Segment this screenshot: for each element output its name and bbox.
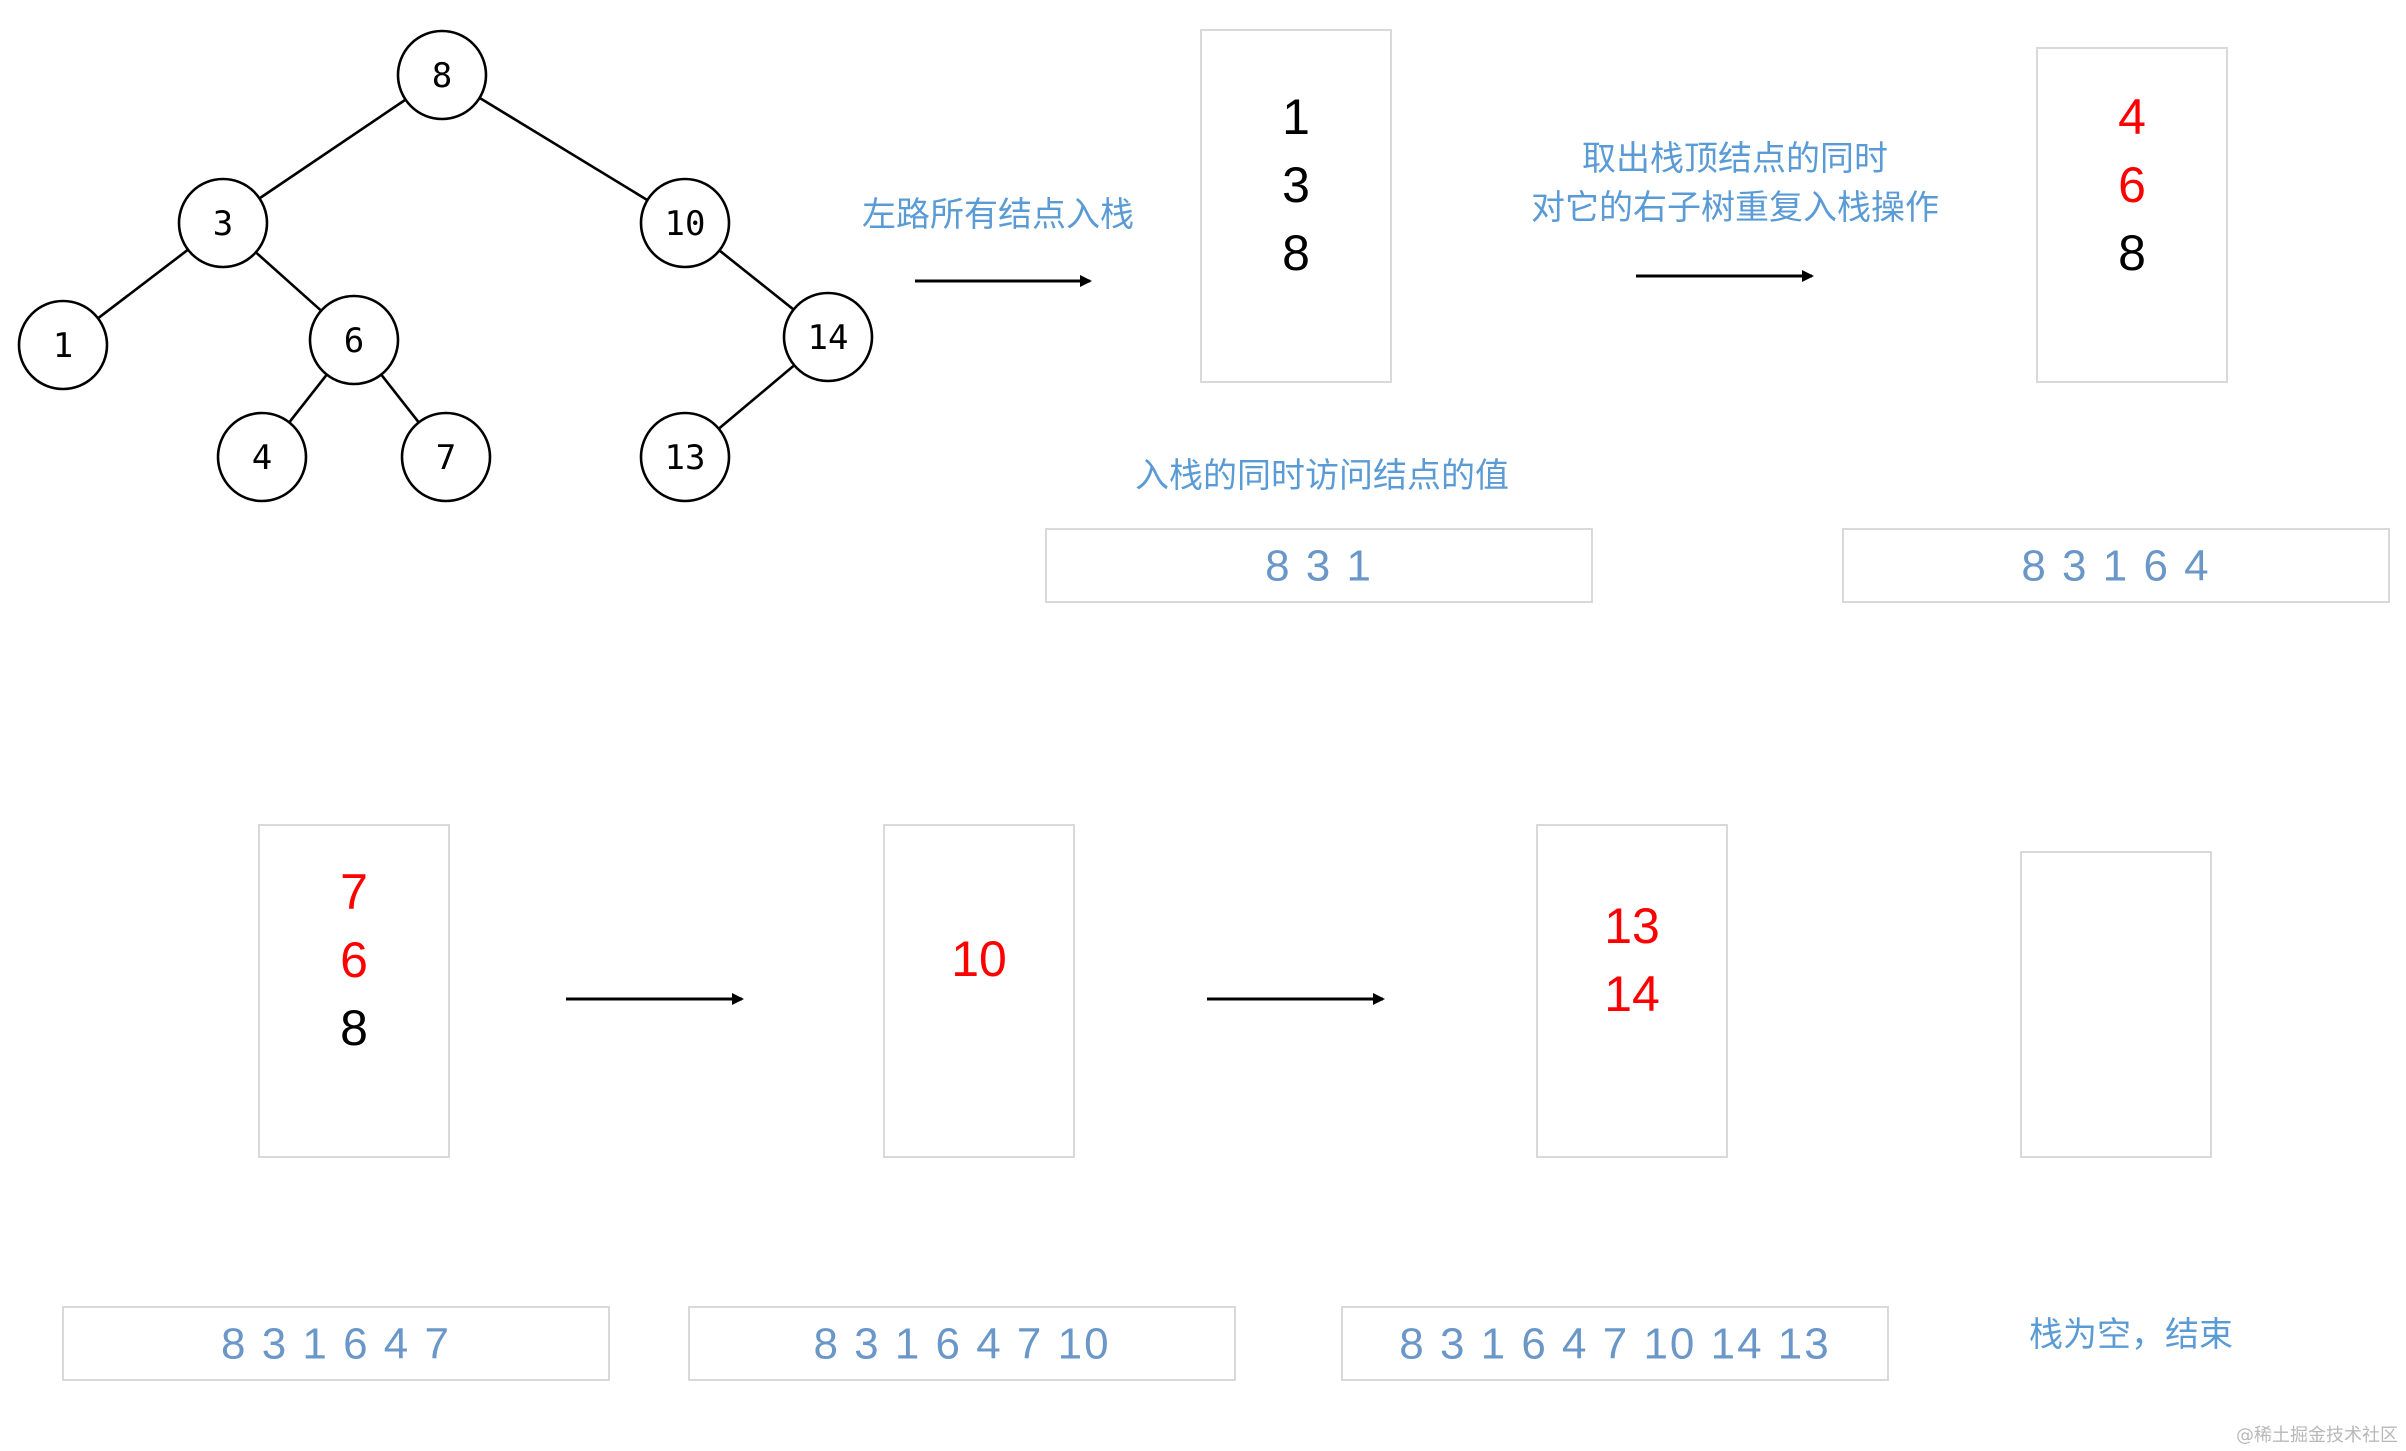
tree-node-7 [400, 411, 492, 503]
tree-node-6 [308, 294, 400, 386]
stack-item: 8 [340, 1000, 368, 1056]
result-4: 8 3 1 6 4 7 10 [688, 1306, 1236, 1381]
tree-edge-6-7 [380, 373, 420, 424]
tree-node-13 [639, 411, 731, 503]
watermark: @稀土掘金技术社区 [2236, 1425, 2398, 1446]
tree-edge-6-4 [288, 373, 328, 424]
binary-tree: 8 3 10 1 6 14 4 7 13 [17, 29, 874, 503]
result-box [1341, 1306, 1889, 1381]
tree-node-4 [216, 411, 308, 503]
tree-node-10 [639, 177, 731, 269]
stack-1: 1 3 8 [1200, 29, 1392, 383]
stack-item: 14 [1604, 966, 1660, 1022]
stack-item: 8 [2118, 225, 2146, 281]
stack-box [2020, 851, 2212, 1158]
result-2: 8 3 1 6 4 [1842, 528, 2390, 603]
result-box [1045, 528, 1593, 603]
stack-item: 3 [1282, 157, 1310, 213]
tree-node-label-8: 8 [432, 56, 452, 96]
stack-box [258, 824, 450, 1158]
stack-item: 6 [340, 932, 368, 988]
result-sequence: 8 3 1 6 4 7 [221, 1320, 451, 1369]
caption-step1: 左路所有结点入栈 [862, 195, 1134, 235]
tree-node-label-14: 14 [808, 318, 849, 358]
stack-box [883, 824, 1075, 1158]
stack-item: 6 [2118, 157, 2146, 213]
tree-edges [97, 96, 796, 430]
result-box [1842, 528, 2390, 603]
stack-item: 4 [2118, 89, 2146, 145]
stack-item: 7 [340, 864, 368, 920]
tree-node-label-4: 4 [252, 438, 272, 478]
tree-node-label-6: 6 [344, 321, 364, 361]
stack-item: 1 [1282, 89, 1310, 145]
tree-node-label-13: 13 [665, 438, 706, 478]
stack-2: 4 6 8 [2036, 47, 2228, 383]
result-sequence: 8 3 1 6 4 7 10 [813, 1320, 1110, 1369]
result-box [688, 1306, 1236, 1381]
stack-3: 7 6 8 [258, 824, 450, 1158]
tree-node-label-3: 3 [213, 204, 233, 244]
result-sequence: 8 3 1 6 4 7 10 14 13 [1399, 1320, 1830, 1369]
result-boxes: 8 3 1 8 3 1 6 4 8 3 1 6 4 7 8 3 1 6 4 7 10 8… [62, 528, 2390, 1381]
tree-edge-3-1 [97, 248, 189, 320]
caption-visit: 入栈的同时访问结点的值 [1135, 456, 1509, 496]
tree-edge-8-3 [258, 98, 407, 200]
tree-node-label-7: 7 [436, 438, 456, 478]
tree-node-1 [17, 299, 109, 391]
result-box [62, 1306, 610, 1381]
caption-step2-line1: 取出栈顶结点的同时 [1582, 139, 1888, 179]
tree-node-3 [177, 177, 269, 269]
stack-6 [2020, 851, 2212, 1158]
caption-end: 栈为空，结束 [2029, 1315, 2233, 1355]
stack-box [2036, 47, 2228, 383]
tree-edge-8-10 [478, 96, 649, 202]
result-1: 8 3 1 [1045, 528, 1593, 603]
tree-node-label-10: 10 [665, 204, 706, 244]
tree-node-14 [782, 291, 874, 383]
result-sequence: 8 3 1 6 4 [2021, 542, 2210, 591]
caption-step2-line2: 对它的右子树重复入栈操作 [1531, 188, 1939, 228]
tree-edge-10-14 [718, 249, 795, 311]
stack-box [1536, 824, 1728, 1158]
stack-item: 8 [1282, 225, 1310, 281]
tree-edge-14-13 [717, 364, 796, 430]
tree-edge-3-6 [254, 251, 323, 312]
result-sequence: 8 3 1 [1265, 542, 1373, 591]
stack-4: 10 [883, 824, 1075, 1158]
tree-node-label-1: 1 [53, 326, 73, 366]
stack-item: 13 [1604, 898, 1660, 954]
result-3: 8 3 1 6 4 7 [62, 1306, 610, 1381]
stack-box [1200, 29, 1392, 383]
result-5: 8 3 1 6 4 7 10 14 13 [1341, 1306, 1889, 1381]
stack-item: 10 [951, 931, 1007, 987]
tree-node-8 [396, 29, 488, 121]
